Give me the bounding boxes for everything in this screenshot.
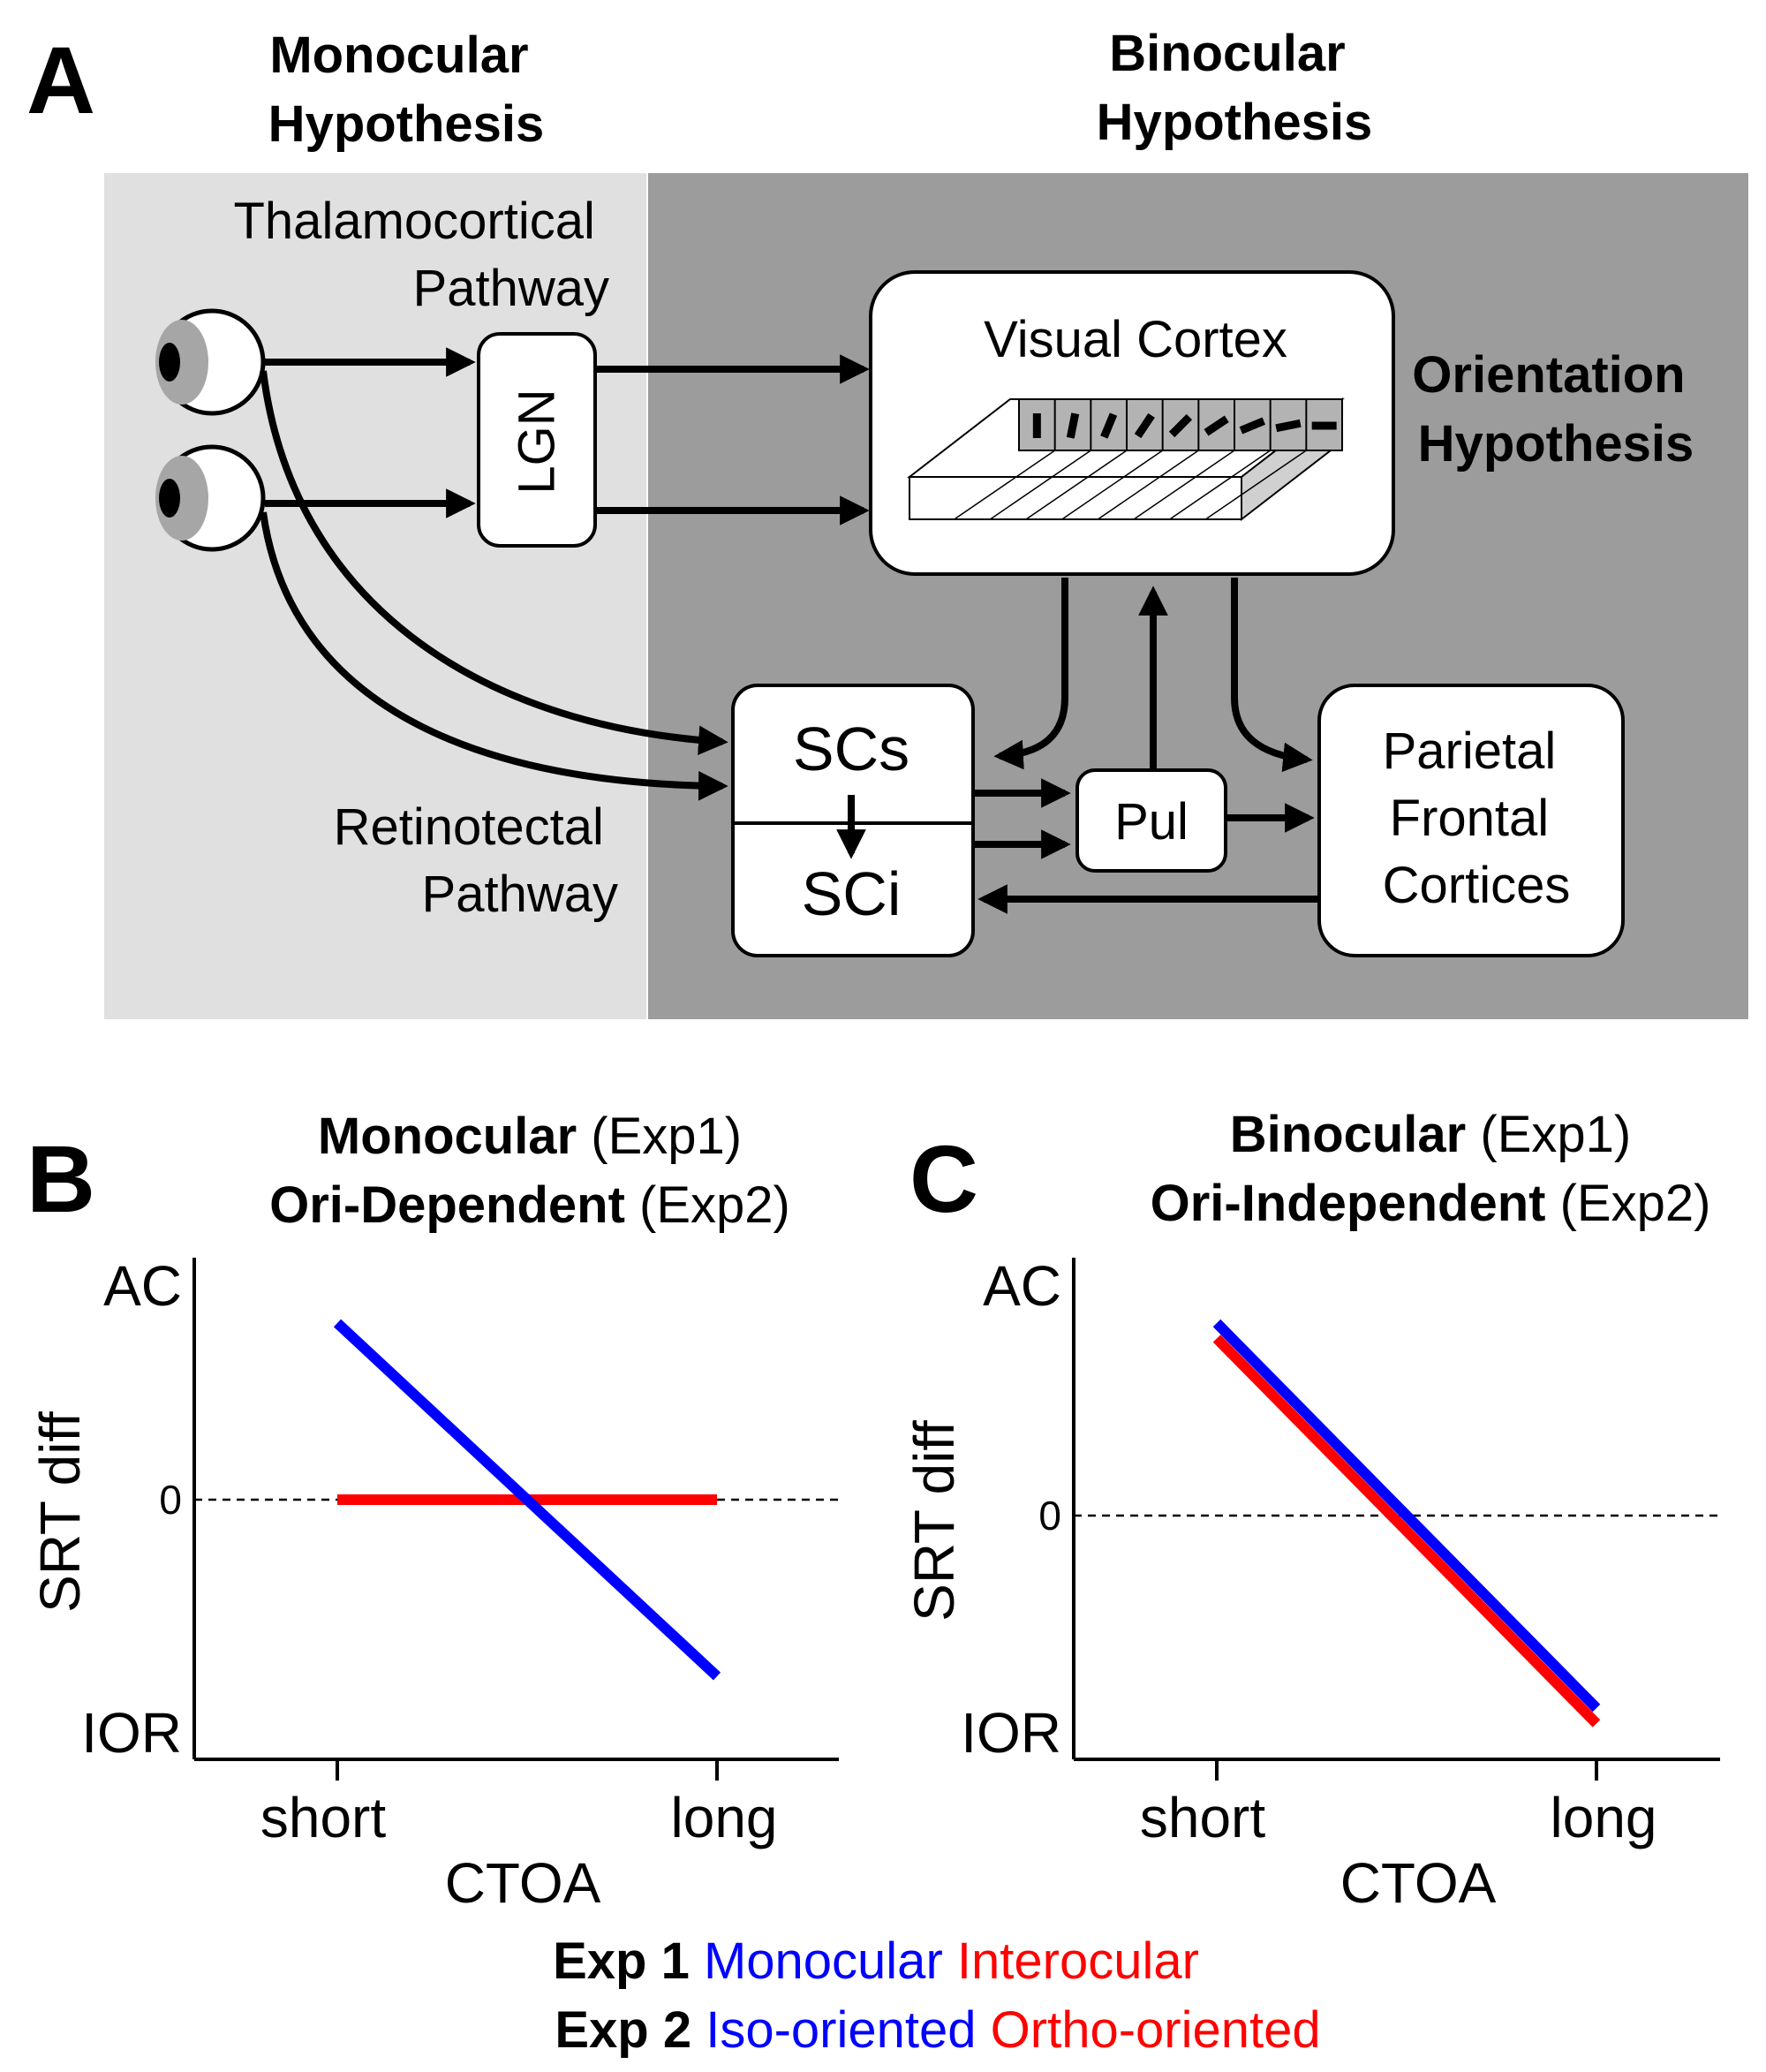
x-axis-title: CTOA [1340,1851,1497,1915]
x-tick-label-short: short [260,1786,387,1849]
panel-b: B Monocular (Exp1) Ori-Dependent (Exp2) … [26,1108,839,1915]
y-tick-label-zero: 0 [1038,1493,1061,1539]
lgn-label: LGN [509,389,566,494]
y-tick-label-ior: IOR [961,1701,1061,1765]
series-line-blue [333,1319,721,1681]
parietal-frontal-box [1317,684,1625,957]
legend-exp1: Exp 1 Monocular Interocular [553,1932,1199,1990]
scs-label: SCs [793,715,909,783]
orientation-bar [1066,412,1080,439]
orientation-bar [1275,419,1302,433]
panel-b-title-line2: Ori-Dependent (Exp2) [269,1176,790,1234]
panel-c-title-line2: Ori-Independent (Exp2) [1151,1175,1711,1232]
orientation-bar [1239,417,1265,435]
legend-exp2: Exp 2 Iso-oriented Ortho-oriented [555,2001,1320,2059]
y-tick-label-ac: AC [103,1254,182,1318]
parietal-frontal-label: Parietal Frontal Cortices [1383,722,1571,914]
panel-c: C Binocular (Exp1) Ori-Independent (Exp2… [902,1106,1720,1915]
x-tick-label-long: long [1551,1786,1657,1849]
x-tick-label-long: long [671,1786,778,1849]
legend: Exp 1 Monocular Interocular Exp 2 Iso-or… [553,1932,1321,2059]
orientation-bar [1134,412,1155,439]
panel-a-letter: A [26,26,95,133]
series-line-blue [1212,1319,1601,1713]
orientation-bar [1100,412,1118,439]
orientation-hypothesis-title: Orientation Hypothesis [1412,346,1699,473]
series-line-red [1212,1335,1601,1728]
visual-cortex-label: Visual Cortex [984,311,1287,368]
y-tick-label-ac: AC [983,1254,1061,1318]
y-tick-label-zero: 0 [159,1477,182,1523]
binocular-hypothesis-title: Binocular Hypothesis [1097,25,1373,151]
eye-icon-top [155,308,266,416]
y-axis-title: SRT diff [902,1420,966,1622]
x-axis-title: CTOA [445,1851,601,1915]
pul-box [1075,768,1227,873]
orientation-bar [1168,413,1193,438]
x-tick-label-short: short [1140,1786,1266,1849]
thalamocortical-label: Thalamocortical Pathway [234,193,610,317]
cortical-columns-diagram [907,397,1345,522]
panel-b-title-line1: Monocular (Exp1) [318,1108,742,1165]
pathway-arrows [260,347,1319,914]
y-axis-title: SRT diff [28,1411,92,1613]
y-tick-label-ior: IOR [81,1701,182,1765]
panel-b-letter: B [26,1125,95,1232]
panel-c-title-line1: Binocular (Exp1) [1230,1106,1631,1163]
sci-label: SCi [802,859,902,928]
eye-icon-bottom [155,444,266,552]
lgn-box [477,332,597,548]
monocular-hypothesis-title: Monocular Hypothesis [268,26,545,153]
orientation-bar [1204,415,1229,436]
panel-a: A Monocular Hypothesis Binocular Hypothe… [26,25,1748,1019]
retinotectal-label: Retinotectal Pathway [334,798,618,923]
pul-label: Pul [1114,793,1189,851]
panel-c-letter: C [909,1125,978,1232]
